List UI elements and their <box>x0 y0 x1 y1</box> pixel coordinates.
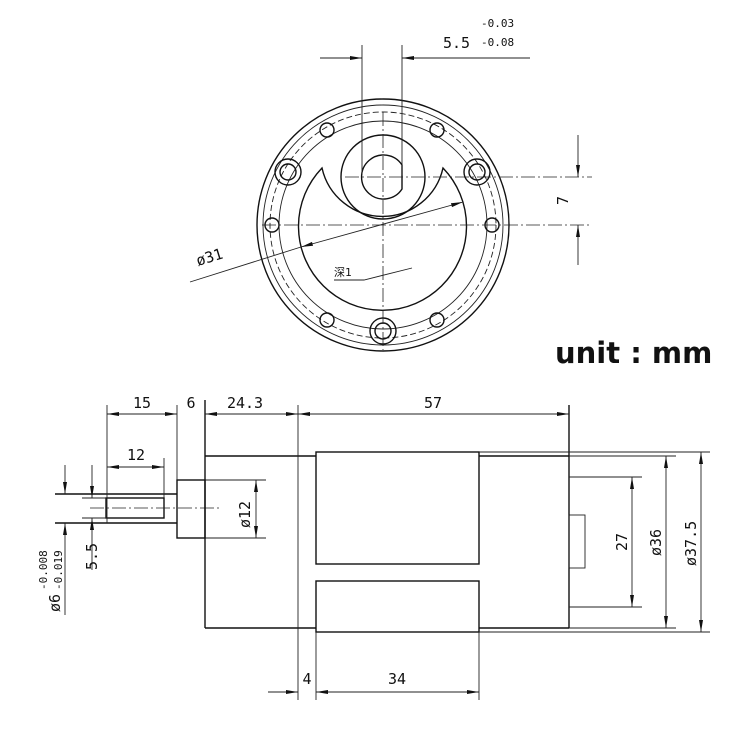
dim-12: 12 <box>127 446 145 464</box>
shaft-dia-upper-tol: -0.008 <box>37 550 50 590</box>
hub <box>176 479 206 539</box>
side-view: 15 6 24.3 57 12 5.5 ø6 -0.008 -0.019 ø12… <box>37 394 710 700</box>
shaft-dia-lower-tol: -0.019 <box>52 550 65 590</box>
bolt-circle-dim: ø31 <box>194 245 225 270</box>
outer-dia-dim: ø37.5 <box>682 521 700 566</box>
key-width-upper-tol: -0.03 <box>481 17 514 30</box>
terminal <box>568 514 586 569</box>
motor-body-lower <box>315 580 480 633</box>
mount-holes <box>264 122 500 345</box>
shaft-offset-dim: 7 <box>554 196 572 205</box>
depth-note: 深1 <box>334 266 352 279</box>
body-dia-dim: ø36 <box>647 529 665 556</box>
dim-15: 15 <box>133 394 151 412</box>
flat-height-dim: 5.5 <box>83 543 101 570</box>
unit-label: unit : mm <box>555 336 712 370</box>
dim-4: 4 <box>302 670 311 688</box>
key-width-lower-tol: -0.08 <box>481 36 514 49</box>
crescent-recess <box>297 166 468 311</box>
shaft-dia-dim: ø6 <box>46 594 64 612</box>
motor-body-upper <box>315 451 480 565</box>
dim-34: 34 <box>388 670 406 688</box>
hub-dia-dim: ø12 <box>236 501 254 528</box>
dim-24-3: 24.3 <box>227 394 263 412</box>
key-width-value: 5.5 <box>443 34 470 52</box>
shaft-d-profile <box>360 154 403 200</box>
dim-6: 6 <box>186 394 195 412</box>
front-view: 5.5 -0.03 -0.08 7 ø31 深1 <box>189 17 592 352</box>
end-cap-dim: 27 <box>613 533 631 551</box>
dim-57: 57 <box>424 394 442 412</box>
